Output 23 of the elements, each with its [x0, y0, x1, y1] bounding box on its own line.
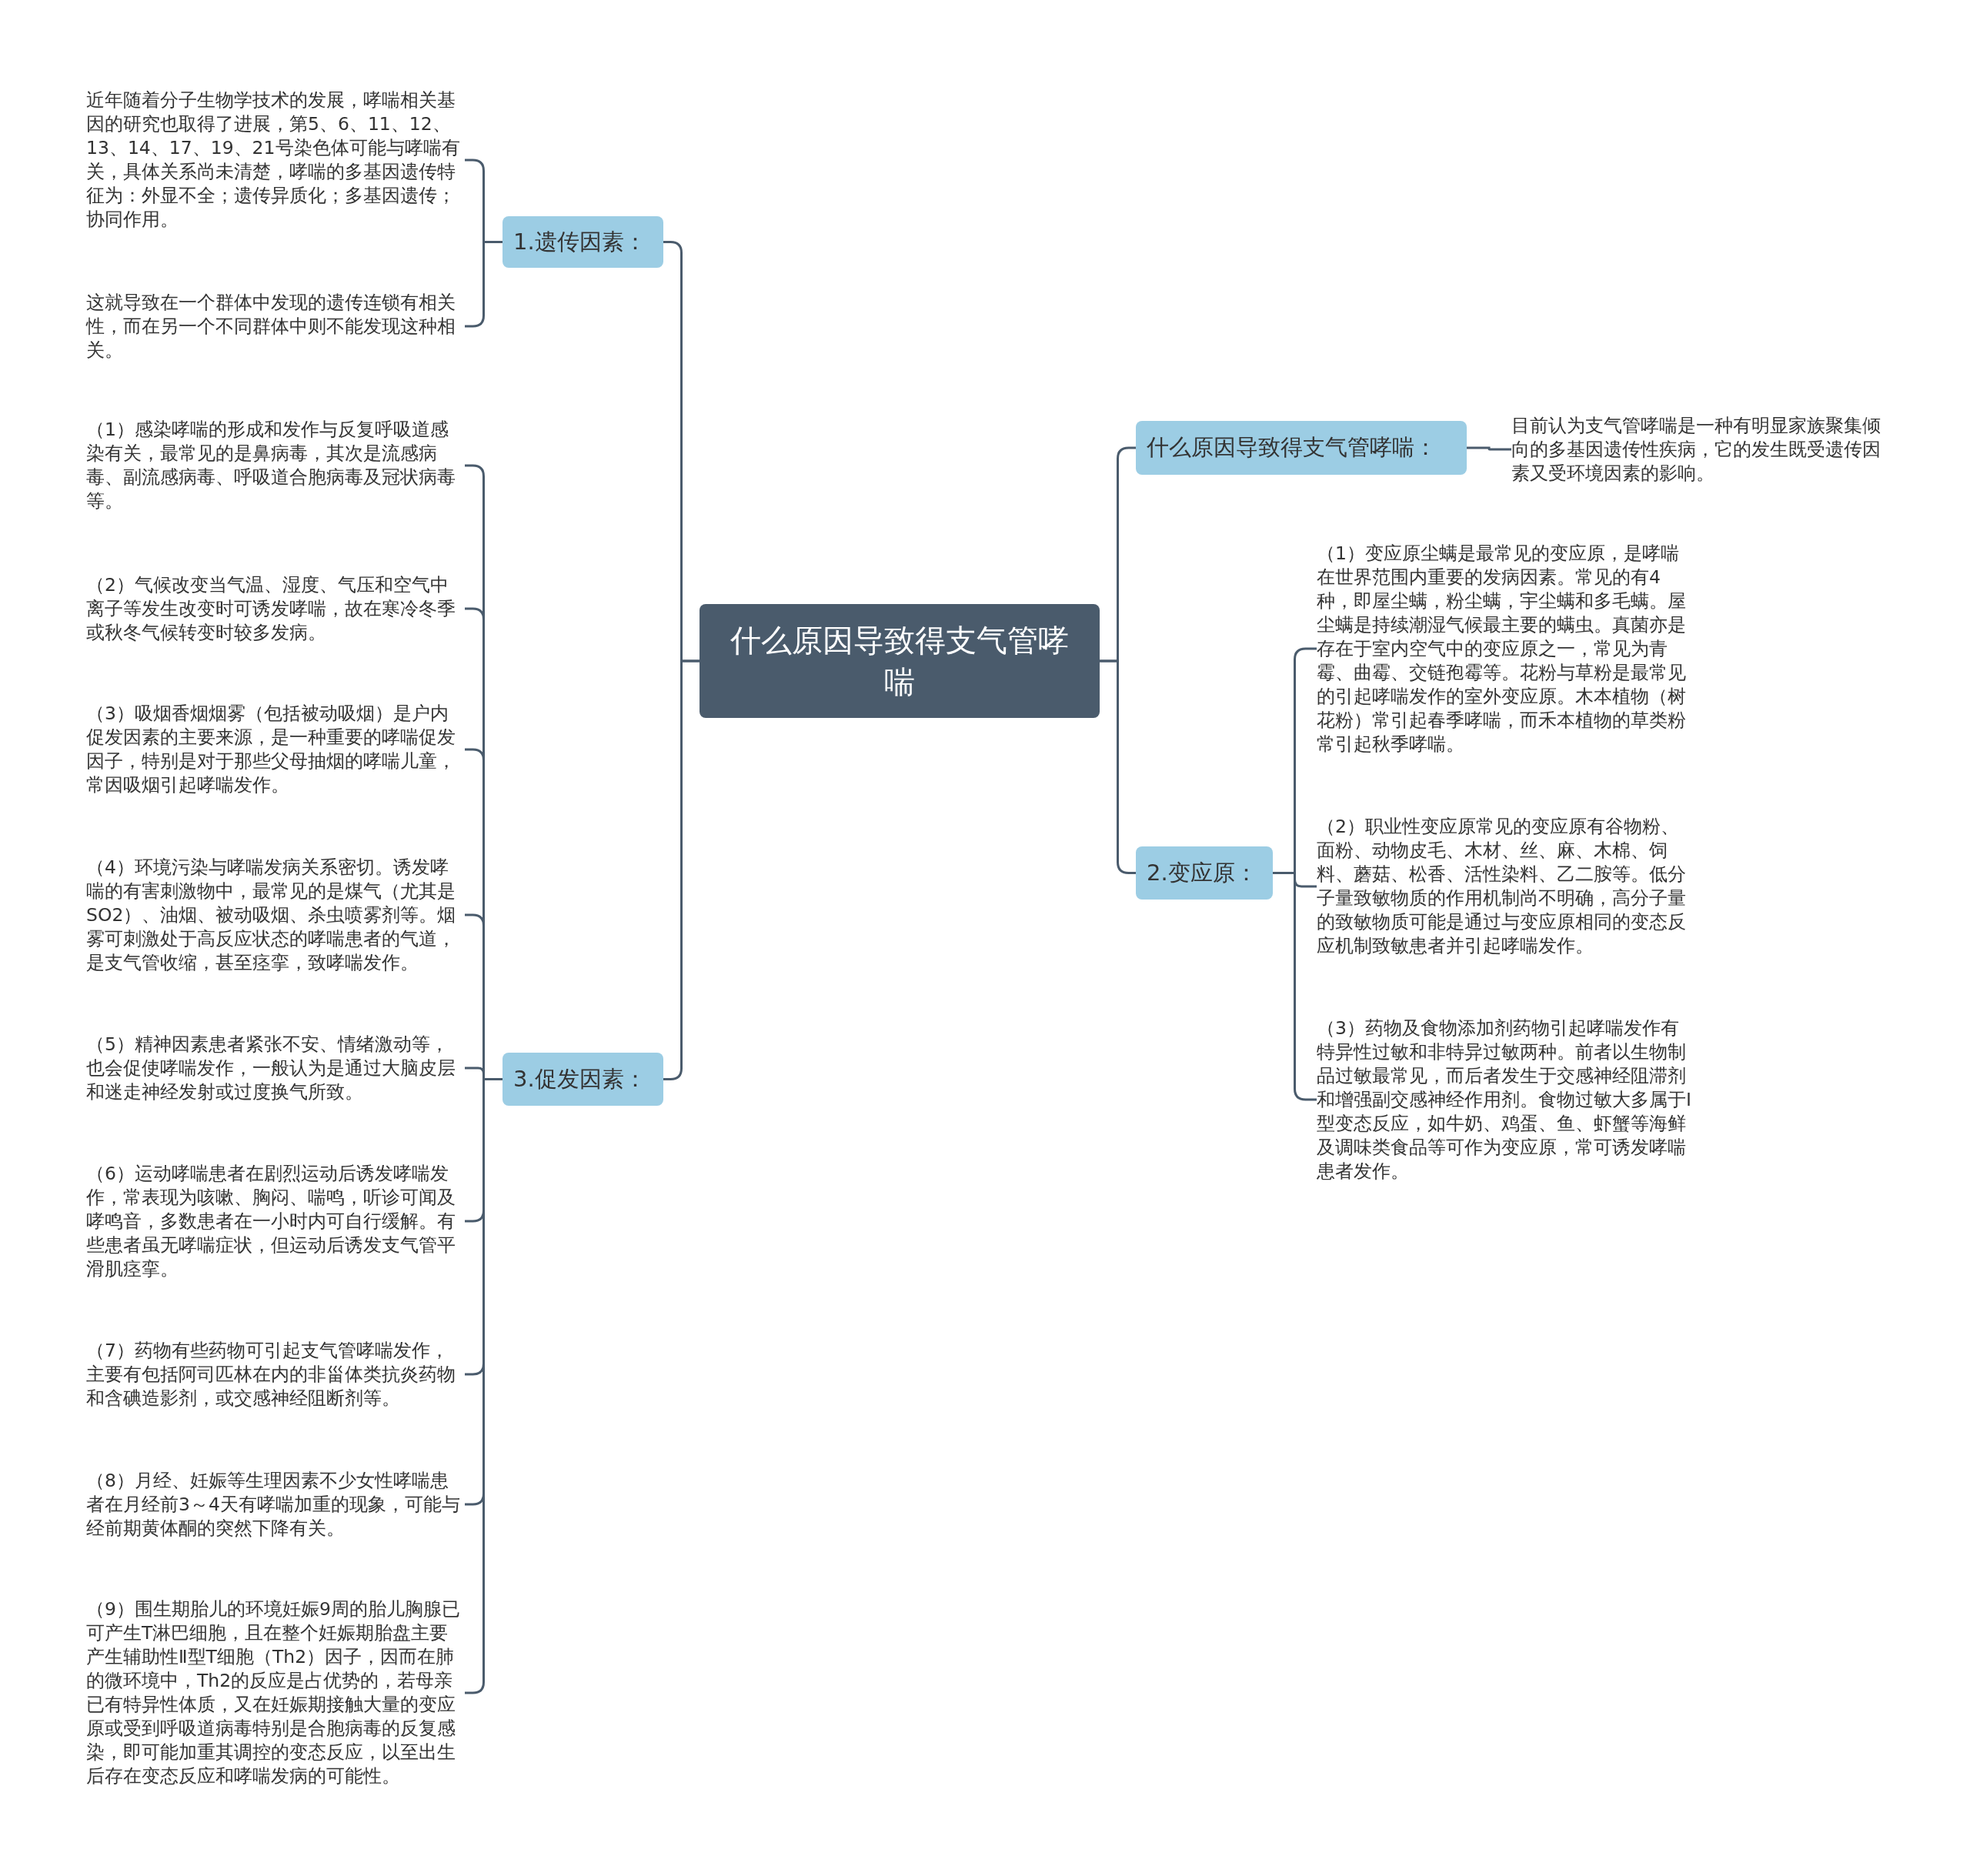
- note-text: （5）精神因素患者紧张不安、情绪激动等，也会促使哮喘发作，一般认为是通过大脑皮层和迷走神经发射或过度换气所致。: [86, 1032, 465, 1104]
- connector-line: [1100, 659, 1136, 874]
- note-text: （2）职业性变应原常见的变应原有谷物粉、面粉、动物皮毛、木材、丝、麻、木棉、饲料、蘑菇、松香、活性染料、乙二胺等。低分子量致敏物质的作用机制尚不明确，高分子量的致敏物质可能是通过与变应原相同的变态反应机制致敏患者并引起哮喘发作。: [1317, 815, 1694, 958]
- note-text: （4）环境污染与哮喘发病关系密切。诱发哮喘的有害刺激物中，最常见的是煤气（尤其是SO2）、油烟、被动吸烟、杀虫喷雾剂等。烟雾可刺激处于高反应状态的哮喘患者的气道，是支气管收缩，甚至痉挛，致哮喘发作。: [86, 855, 465, 975]
- note-text: （1）变应原尘螨是最常见的变应原，是哮喘在世界范围内重要的发病因素。常见的有4种，即屋尘螨，粉尘螨，宇尘螨和多毛螨。屋尘螨是持续潮湿气候最主要的螨虫。真菌亦是存在于室内空气中的变应原之一，常见为青霉、曲霉、交链孢霉等。花粉与草粉是最常见的引起哮喘发作的室外变应原。木本植物（树花粉）常引起春季哮喘，而禾本植物的草类粉常引起秋季哮喘。: [1317, 541, 1694, 756]
- topic-box: 2.变应原：: [1136, 846, 1273, 900]
- topic-box: 1.遗传因素：: [503, 216, 663, 268]
- note-text: （6）运动哮喘患者在剧烈运动后诱发哮喘发作，常表现为咳嗽、胸闷、喘鸣，听诊可闻及哮鸣音，多数患者在一小时内可自行缓解。有些患者虽无哮喘症状，但运动后诱发支气管平滑肌痉挛。: [86, 1161, 465, 1281]
- note-text: 近年随着分子生物学技术的发展，哮喘相关基因的研究也取得了进展，第5、6、11、12、13、14、17、19、21号染色体可能与哮喘有关，具体关系尚未清楚，哮喘的多基因遗传特征为：外显不全；遗传异质化；多基因遗传；协同作用。: [86, 88, 465, 232]
- connector-line: [1467, 446, 1511, 451]
- note-text: （8）月经、妊娠等生理因素不少女性哮喘患者在月经前3～4天有哮喘加重的现象，可能与经前期黄体酮的突然下降有关。: [86, 1468, 465, 1541]
- note-text: （3）药物及食物添加剂药物引起哮喘发作有特异性过敏和非特异过敏两种。前者以生物制品过敏最常见，而后者发生于交感神经阻滞剂和增强副交感神经作用剂。食物过敏大多属于Ⅰ型变态反应，如牛奶、鸡蛋、鱼、虾蟹等海鲜及调味类食品等可作为变应原，常可诱发哮喘患者发作。: [1317, 1016, 1694, 1183]
- topic-box: 什么原因导致得支气管哮喘：: [1136, 421, 1467, 475]
- central-topic: 什么原因导致得支气管哮喘: [700, 604, 1100, 718]
- note-text: （2）气候改变当气温、湿度、气压和空气中离子等发生改变时可诱发哮喘，故在寒冷冬季或秋冬气候转变时较多发病。: [86, 572, 465, 645]
- note-text: （7）药物有些药物可引起支气管哮喘发作，主要有包括阿司匹林在内的非甾体类抗炎药物和含碘造影剂，或交感神经阻断剂等。: [86, 1338, 465, 1410]
- note-text: （1）感染哮喘的形成和发作与反复呼吸道感染有关，最常见的是鼻病毒，其次是流感病毒、副流感病毒、呼吸道合胞病毒及冠状病毒等。: [86, 418, 465, 513]
- note-text: （3）吸烟香烟烟雾（包括被动吸烟）是户内促发因素的主要来源，是一种重要的哮喘促发因子，特别是对于那些父母抽烟的哮喘儿童，常因吸烟引起哮喘发作。: [86, 702, 465, 797]
- connector-line: [663, 659, 700, 1080]
- note-text: （9）围生期胎儿的环境妊娠9周的胎儿胸腺已可产生T淋巴细胞，且在整个妊娠期胎盘主要产生辅助性Ⅱ型T细胞（Th2）因子，因而在肺的微环境中，Th2的反应是占优势的，若母亲已有特异性体质，又在妊娠期接触大量的变应原或受到呼吸道病毒特别是合胞病毒的反复感染，即可能加重其调控的变态反应，以至出生后存在变态反应和哮喘发病的可能性。: [86, 1597, 465, 1788]
- note-text: 这就导致在一个群体中发现的遗传连锁有相关性，而在另一个不同群体中则不能发现这种相关。: [86, 290, 465, 362]
- note-text: 目前认为支气管哮喘是一种有明显家族聚集倾向的多基因遗传性疾病，它的发生既受遗传因素又受环境因素的影响。: [1511, 413, 1888, 486]
- topic-box: 3.促发因素：: [503, 1053, 663, 1106]
